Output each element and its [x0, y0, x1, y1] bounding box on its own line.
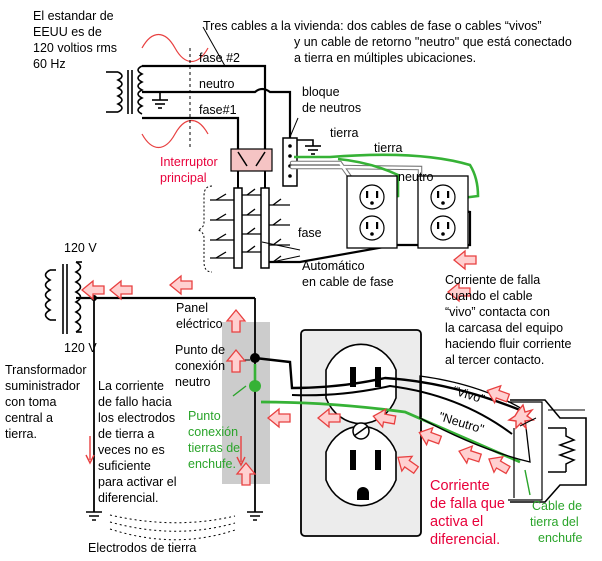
fault-arrow-3: [455, 441, 484, 468]
fault-desc-line2: cuando el cable: [445, 289, 533, 303]
ground-fault-desc-line4: de tierra a: [98, 427, 154, 441]
ground-point-line1: Punto: [188, 409, 221, 423]
sine-wave-top: [141, 33, 209, 63]
cable-ground-line3: enchufe: [538, 531, 583, 545]
bus-bar-left: [233, 187, 243, 269]
fase1-label: fase#1: [199, 103, 237, 117]
ground-fault-desc-line2: de fallo hacia: [98, 395, 172, 409]
ground-point-line3: tierras de: [188, 441, 240, 455]
panel-label-line1: Panel: [176, 301, 208, 315]
neutral-wire-plug: [291, 384, 513, 435]
fault-desc-line6: al tercer contacto.: [445, 353, 544, 367]
standard-label-line4: 60 Hz: [33, 57, 66, 71]
hot-wire: [254, 356, 521, 412]
activa-label-line4: diferencial.: [430, 532, 500, 548]
ground-electrode-left: [86, 511, 102, 521]
electrodes-label: Electrodos de tierra: [88, 541, 196, 555]
transformer-desc-line4: central a: [5, 411, 53, 425]
fault-desc-line4: la carcasa del equipo: [445, 321, 563, 335]
heater-element: [557, 428, 577, 472]
automatico-label-line2: en cable de fase: [302, 275, 394, 289]
sine-wave-bottom: [141, 119, 209, 149]
supply-transformer: [44, 261, 82, 334]
receptacle-2: [417, 175, 469, 249]
standard-label-line1: El estandar de: [33, 9, 114, 23]
fault-arrow-7: [267, 408, 291, 428]
utility-transformer-top: [106, 65, 144, 115]
fault-arrow-13: [453, 250, 477, 270]
fault-desc-line1: Corriente de falla: [445, 273, 540, 287]
plug-cord: [419, 375, 531, 463]
interruptor-label-line2: principal: [160, 171, 207, 185]
bus-bar-right: [260, 187, 270, 269]
interruptor-label-line1: Interruptor: [160, 155, 218, 169]
tierra-label-small: tierra: [330, 126, 359, 140]
neutro-label-top: neutro: [199, 77, 234, 91]
three-wires-line1: Tres cables a la vivienda: dos cables de…: [203, 19, 542, 33]
punto-neutro-line3: neutro: [175, 375, 210, 389]
ground-fault-desc-line1: La corriente: [98, 379, 164, 393]
activa-label-line3: activa el: [430, 514, 483, 530]
main-breaker: [230, 148, 273, 172]
ground-symbol-top: [152, 99, 168, 109]
ground-fault-desc-line5: veces no es: [98, 443, 165, 457]
ground-symbol-neutral: [305, 145, 321, 155]
punto-neutro-line1: Punto de: [175, 343, 225, 357]
ground-point-line2: conexión: [188, 425, 238, 439]
fault-spark-icon: [507, 403, 535, 430]
transformer-desc-line3: con toma: [5, 395, 56, 409]
tierra-label-wire: tierra: [374, 141, 403, 155]
transformer-desc-line2: suministrador: [5, 379, 80, 393]
activa-label-line1: Corriente: [430, 478, 490, 494]
fase2-wire: [142, 64, 267, 150]
ground-wire-plug: [260, 400, 521, 464]
cable-ground-line1: Cable de: [532, 499, 582, 513]
appliance-housing: [510, 399, 587, 503]
neutro-wire-top: [142, 87, 292, 140]
transformer-desc-line5: tierra.: [5, 427, 37, 441]
neutro-label-wire: neutro: [398, 170, 433, 184]
three-wires-line3: a tierra en múltiples ubicaciones.: [294, 51, 476, 65]
three-wires-line2: y un cable de retorno "neutro" que está …: [294, 35, 572, 49]
automatico-label-line1: Automático: [302, 259, 365, 273]
ground-fault-desc-line7: para activar el: [98, 475, 177, 489]
activa-label-line2: de falla que: [430, 496, 505, 512]
ground-fault-desc-line6: suficiente: [98, 459, 151, 473]
fault-arrow-10: [109, 280, 133, 300]
standard-label-line3: 120 voltios rms: [33, 41, 117, 55]
fase1-wire: [142, 116, 240, 150]
ground-fault-desc-line8: diferencial.: [98, 491, 158, 505]
receptacle-1: [346, 175, 398, 249]
fase-label-wire: fase: [298, 226, 322, 240]
ground-connection-point: [249, 380, 261, 392]
fault-desc-line3: “vivo” contacta con: [445, 305, 550, 319]
bloque-label-line1: bloque: [302, 85, 340, 99]
cable-ground-line2: tierra del: [530, 515, 579, 529]
ground-point-line4: enchufe.: [188, 457, 236, 471]
standard-label-line2: EEUU es de: [33, 25, 102, 39]
fault-desc-line5: haciendo fluir corriente: [445, 337, 572, 351]
ground-electrode-panel: [247, 511, 263, 521]
transformer-desc-line1: Transformador: [5, 363, 87, 377]
fase2-label: fase #2: [199, 51, 240, 65]
breaker-bracket: [196, 185, 213, 273]
voltage-bottom: 120 V: [64, 341, 97, 355]
ground-wire-branch: [294, 153, 480, 200]
fault-arrow-2: [483, 450, 514, 479]
bloque-label-line2: de neutros: [302, 101, 361, 115]
voltage-top: 120 V: [64, 241, 97, 255]
fault-arrow-11: [169, 275, 193, 295]
ground-fault-desc-line3: los electrodos: [98, 411, 175, 425]
panel-label-line2: eléctrico: [176, 317, 223, 331]
fault-arrow-12: [81, 280, 105, 300]
punto-neutro-line2: conexión: [175, 359, 225, 373]
